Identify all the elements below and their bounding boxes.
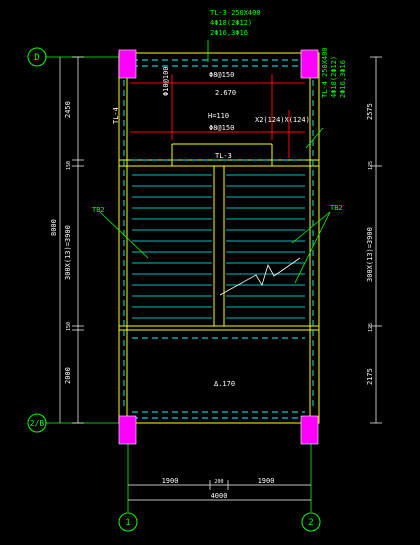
- stair-dim-right: 300X(13)=3900: [366, 227, 374, 282]
- axis-bubble-d: [27, 47, 47, 67]
- stair-treads-right: [226, 174, 305, 319]
- dim-left-small-2: 150: [66, 322, 72, 331]
- slab-cross-bars: Χ2(124)Χ(124): [255, 116, 310, 124]
- stair-label-left: TB2: [92, 206, 105, 214]
- column-bottom-left: [118, 415, 137, 445]
- dim-left-top: 2450: [64, 101, 72, 118]
- axis-bubble-2: [301, 512, 321, 532]
- tl4-callout-line-2: 4Φ18(2Φ12): [330, 56, 338, 98]
- axis-bubble-1: [118, 512, 138, 532]
- dim-bottom-a: 1900: [162, 477, 179, 485]
- slab-thickness: H=110: [208, 112, 229, 120]
- slab-bar-c: Φ10@100: [162, 66, 170, 96]
- tl3-mid-label: TL-3: [215, 152, 232, 160]
- leader-lines: [99, 40, 331, 284]
- column-bottom-right: [300, 415, 319, 445]
- wall-outline: [118, 52, 320, 424]
- tl4-callout-line-3: 2Φ16,3Φ16: [339, 60, 347, 98]
- dashed-beams: [123, 59, 314, 419]
- dim-bottom-total: 4000: [211, 492, 228, 500]
- top-callout-line-2: 4Φ18(2Φ12): [210, 19, 252, 27]
- top-callout-line-1: TL-3 250X400: [210, 9, 261, 17]
- axis-label-2: 2: [308, 518, 313, 528]
- dim-right-small-2: 125: [368, 323, 374, 332]
- dim-right-top: 2575: [366, 103, 374, 120]
- dim-right-small-1: 125: [368, 161, 374, 170]
- dim-bottom-b: 200: [214, 479, 223, 485]
- top-callout-line-3: 2Φ16,3Φ16: [210, 29, 248, 37]
- axis-label-1: 1: [125, 518, 130, 528]
- axis-bubble-2b: [27, 413, 47, 433]
- slab-bar-b: Φ8@150: [209, 124, 234, 132]
- dim-left-total: 8000: [50, 219, 58, 236]
- dim-right-bottom: 2175: [366, 368, 374, 385]
- dim-left-bottom: 2000: [64, 367, 72, 384]
- tl4-left-label: TL-4: [112, 107, 120, 124]
- slab-level-lower: Δ.170: [214, 380, 235, 388]
- stair-dim-left: 300X(13)=3900: [64, 225, 72, 280]
- break-line: [219, 257, 301, 296]
- rebar-lines: [130, 74, 305, 158]
- dim-left-small-1: 150: [66, 161, 72, 170]
- columns: [118, 49, 319, 445]
- column-top-left: [118, 49, 137, 79]
- tl4-callout-line-1: TL-4 250X400: [321, 47, 329, 98]
- stair-treads-left: [132, 174, 212, 319]
- axis-lines: [45, 56, 312, 512]
- dim-bottom-c: 1900: [258, 477, 275, 485]
- column-top-right: [300, 49, 319, 79]
- axis-label-d: D: [34, 53, 39, 63]
- axis-bubbles: [27, 47, 321, 532]
- dimension-lines: [59, 56, 382, 501]
- slab-level-upper: 2.670: [215, 89, 236, 97]
- stair-label-right: TB2: [330, 204, 343, 212]
- axis-label-2b: 2/B: [30, 419, 45, 428]
- slab-bar-a: Φ8@150: [209, 71, 234, 79]
